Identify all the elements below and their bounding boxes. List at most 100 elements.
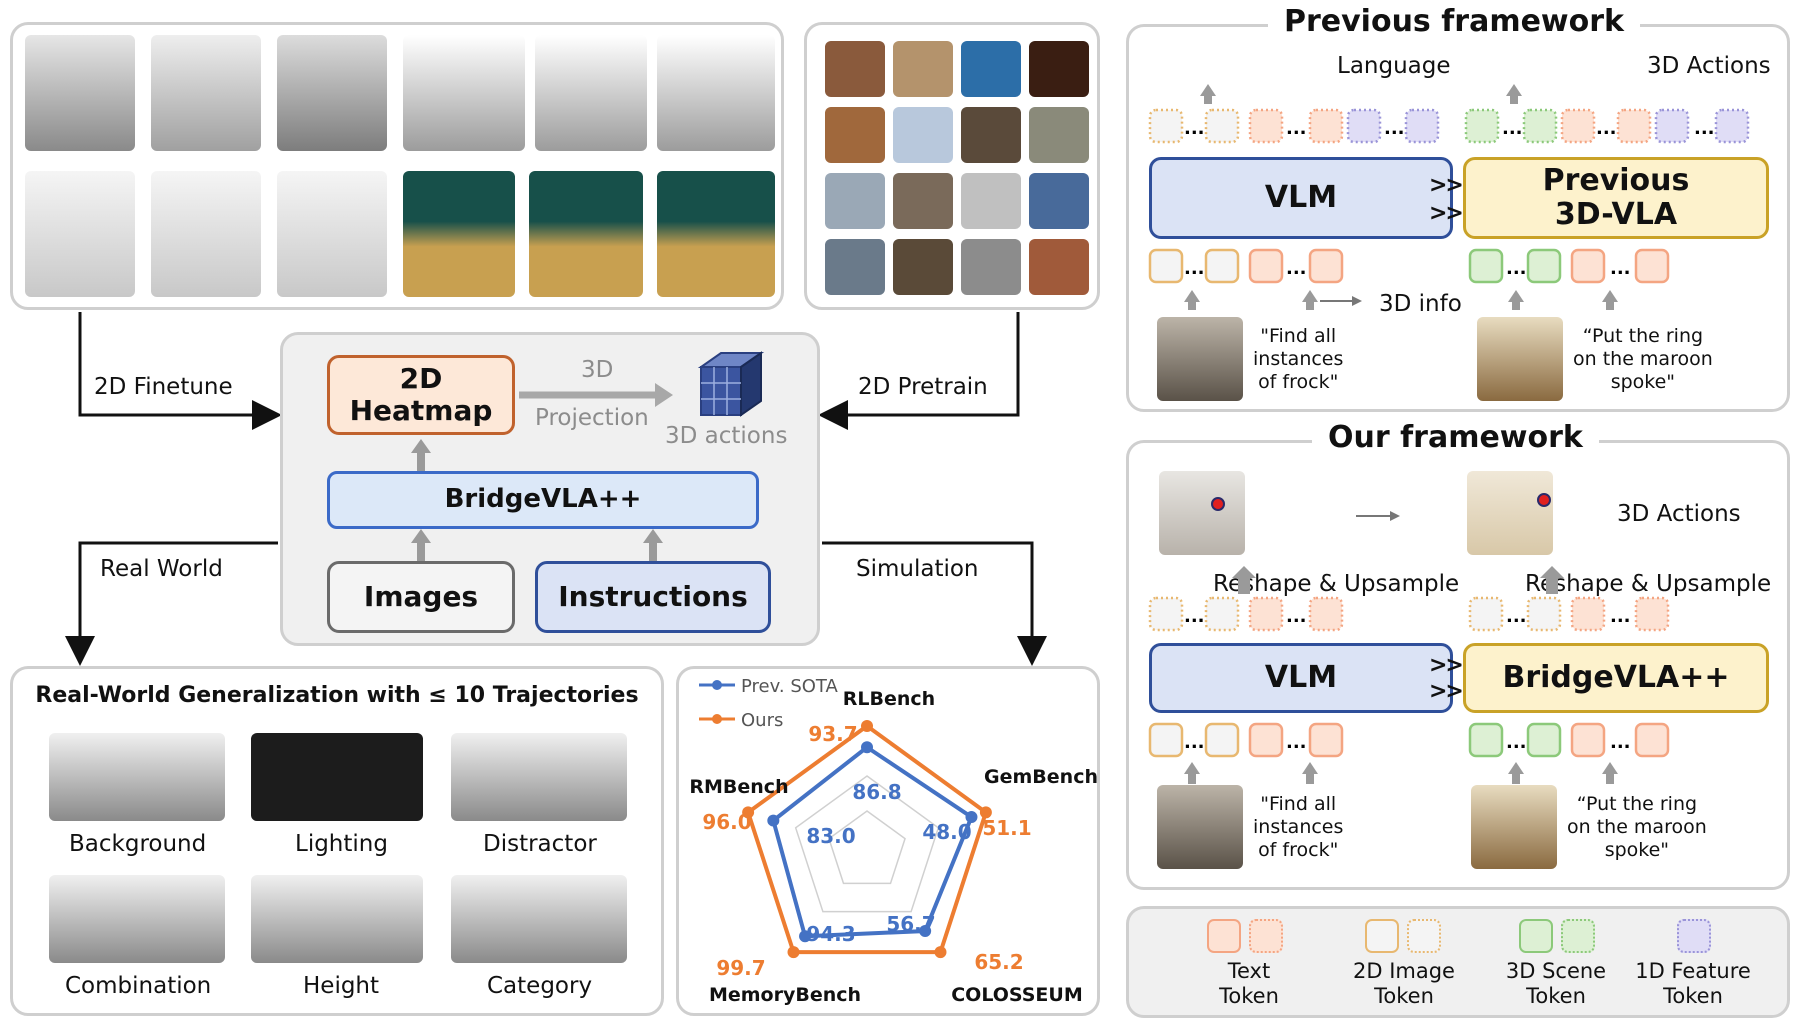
pipeline-arrows [65, 312, 1047, 666]
real-world-label: Real World [100, 556, 223, 582]
legend-text-label: Text Token [1219, 959, 1279, 1008]
ellipsis: ... [1184, 118, 1205, 139]
scene-token [1468, 722, 1504, 758]
text-token [1248, 248, 1284, 284]
bridgevla-box: BridgeVLA++ [327, 471, 759, 529]
ellipsis: ... [1286, 606, 1307, 627]
scene-token [1526, 248, 1562, 284]
prev-point [919, 925, 932, 938]
ellipsis: ... [1506, 606, 1527, 627]
our-left-heatmap [1159, 471, 1245, 555]
up-arrow-head [411, 439, 431, 453]
our-right-quote: “Put the ring on the maroon spoke" [1567, 793, 1707, 861]
previous-framework-panel: Language 3D Actions VLM >>>> >>>> Previo… [1126, 24, 1790, 412]
up-arrow-head [643, 529, 663, 543]
ours-point [979, 806, 992, 819]
ours-value-label: 96.0 [702, 810, 751, 834]
prev-value-label: 83.0 [806, 824, 855, 848]
text-token [1248, 108, 1284, 144]
sim-image [25, 171, 135, 297]
sim-image [151, 171, 261, 297]
projection-top-label: 3D [581, 357, 614, 383]
ellipsis: ... [1384, 118, 1405, 139]
ours-series-line [745, 723, 989, 955]
projection-bottom-label: Projection [535, 405, 649, 431]
up-arrow-stem [417, 453, 425, 471]
pretrain-image [961, 41, 1021, 97]
radar-grid [794, 775, 940, 913]
legend-feature-label: 1D Feature Token [1635, 959, 1751, 1008]
bridgevla-pipeline-panel: 2D Heatmap 3D Projection 3D actions Brid… [280, 332, 820, 646]
up-arrow-head [411, 529, 431, 543]
pretrain-image [825, 41, 885, 97]
sim-image [25, 35, 135, 151]
legend-image-token [1365, 919, 1399, 953]
real-world-panel: Real-World Generalization with ≤ 10 Traj… [10, 666, 664, 1016]
sim-image [535, 35, 647, 151]
up-arrow-stem [1606, 772, 1614, 784]
pretrain-image [961, 107, 1021, 163]
up-arrow-stem [1306, 300, 1314, 310]
prev-point [799, 930, 812, 943]
prev-value-label: 86.8 [852, 780, 901, 804]
feature-token [1654, 108, 1690, 144]
up-arrow-stem [1512, 300, 1520, 310]
images-box: Images [327, 561, 515, 633]
up-arrow-stem [1188, 772, 1196, 784]
text-token [1308, 596, 1344, 632]
ellipsis: ... [1184, 732, 1205, 753]
heatmap-marker [1211, 497, 1225, 511]
image-token [1204, 248, 1240, 284]
text-token [1634, 722, 1670, 758]
pretrain-image [825, 173, 885, 229]
sim-image [403, 35, 525, 151]
legend-prev-dot [712, 680, 722, 690]
ours-value-label: 99.7 [716, 956, 765, 980]
ours-point [787, 946, 800, 959]
image-token [1204, 596, 1240, 632]
finetune-label: 2D Finetune [94, 374, 233, 400]
up-arrow-stem [649, 543, 657, 561]
previous-actions-label: 3D Actions [1647, 53, 1771, 79]
text-token [1248, 596, 1284, 632]
sim-image [657, 171, 775, 297]
legend-image-token-dotted [1407, 919, 1441, 953]
pretrain-images-panel [804, 22, 1100, 310]
pretrain-image [1029, 41, 1089, 97]
up-arrow-head [1302, 762, 1318, 774]
up-arrow-stem [1188, 300, 1196, 310]
actions-arrow-head [1390, 511, 1400, 521]
prev-series-line [771, 744, 974, 939]
tile-image [49, 875, 225, 963]
up-arrow-stem [1510, 94, 1518, 104]
tile-label-distractor: Distractor [483, 831, 597, 857]
prev-point [861, 741, 873, 754]
up-arrow-head [1602, 762, 1618, 774]
up-arrow-head [1200, 84, 1216, 96]
text-token [1308, 108, 1344, 144]
previous-framework-title: Previous framework [1268, 4, 1641, 39]
ellipsis: ... [1610, 732, 1631, 753]
up-arrow-head [1602, 290, 1618, 302]
up-arrow-head [1184, 762, 1200, 774]
ellipsis: ... [1694, 118, 1715, 139]
pretrain-image [893, 41, 953, 97]
ellipsis: ... [1502, 118, 1523, 139]
ellipsis: ... [1596, 118, 1617, 139]
axis-label: MemoryBench [709, 984, 861, 1006]
legend-feature-token [1677, 919, 1711, 953]
text-token [1634, 248, 1670, 284]
previous-right-quote: “Put the ring on the maroon spoke" [1573, 325, 1713, 393]
legend-ours-dot [712, 714, 722, 724]
our-right-heatmap [1467, 471, 1553, 555]
prev-value-label: 94.3 [806, 922, 855, 946]
text-token [1248, 722, 1284, 758]
image-token [1526, 596, 1562, 632]
text-token [1308, 248, 1344, 284]
up-arrow-head [1540, 566, 1564, 578]
radar-grid [828, 810, 906, 885]
pretrain-image [1029, 173, 1089, 229]
text-token [1634, 596, 1670, 632]
scene-token [1522, 108, 1558, 144]
text-token [1308, 722, 1344, 758]
